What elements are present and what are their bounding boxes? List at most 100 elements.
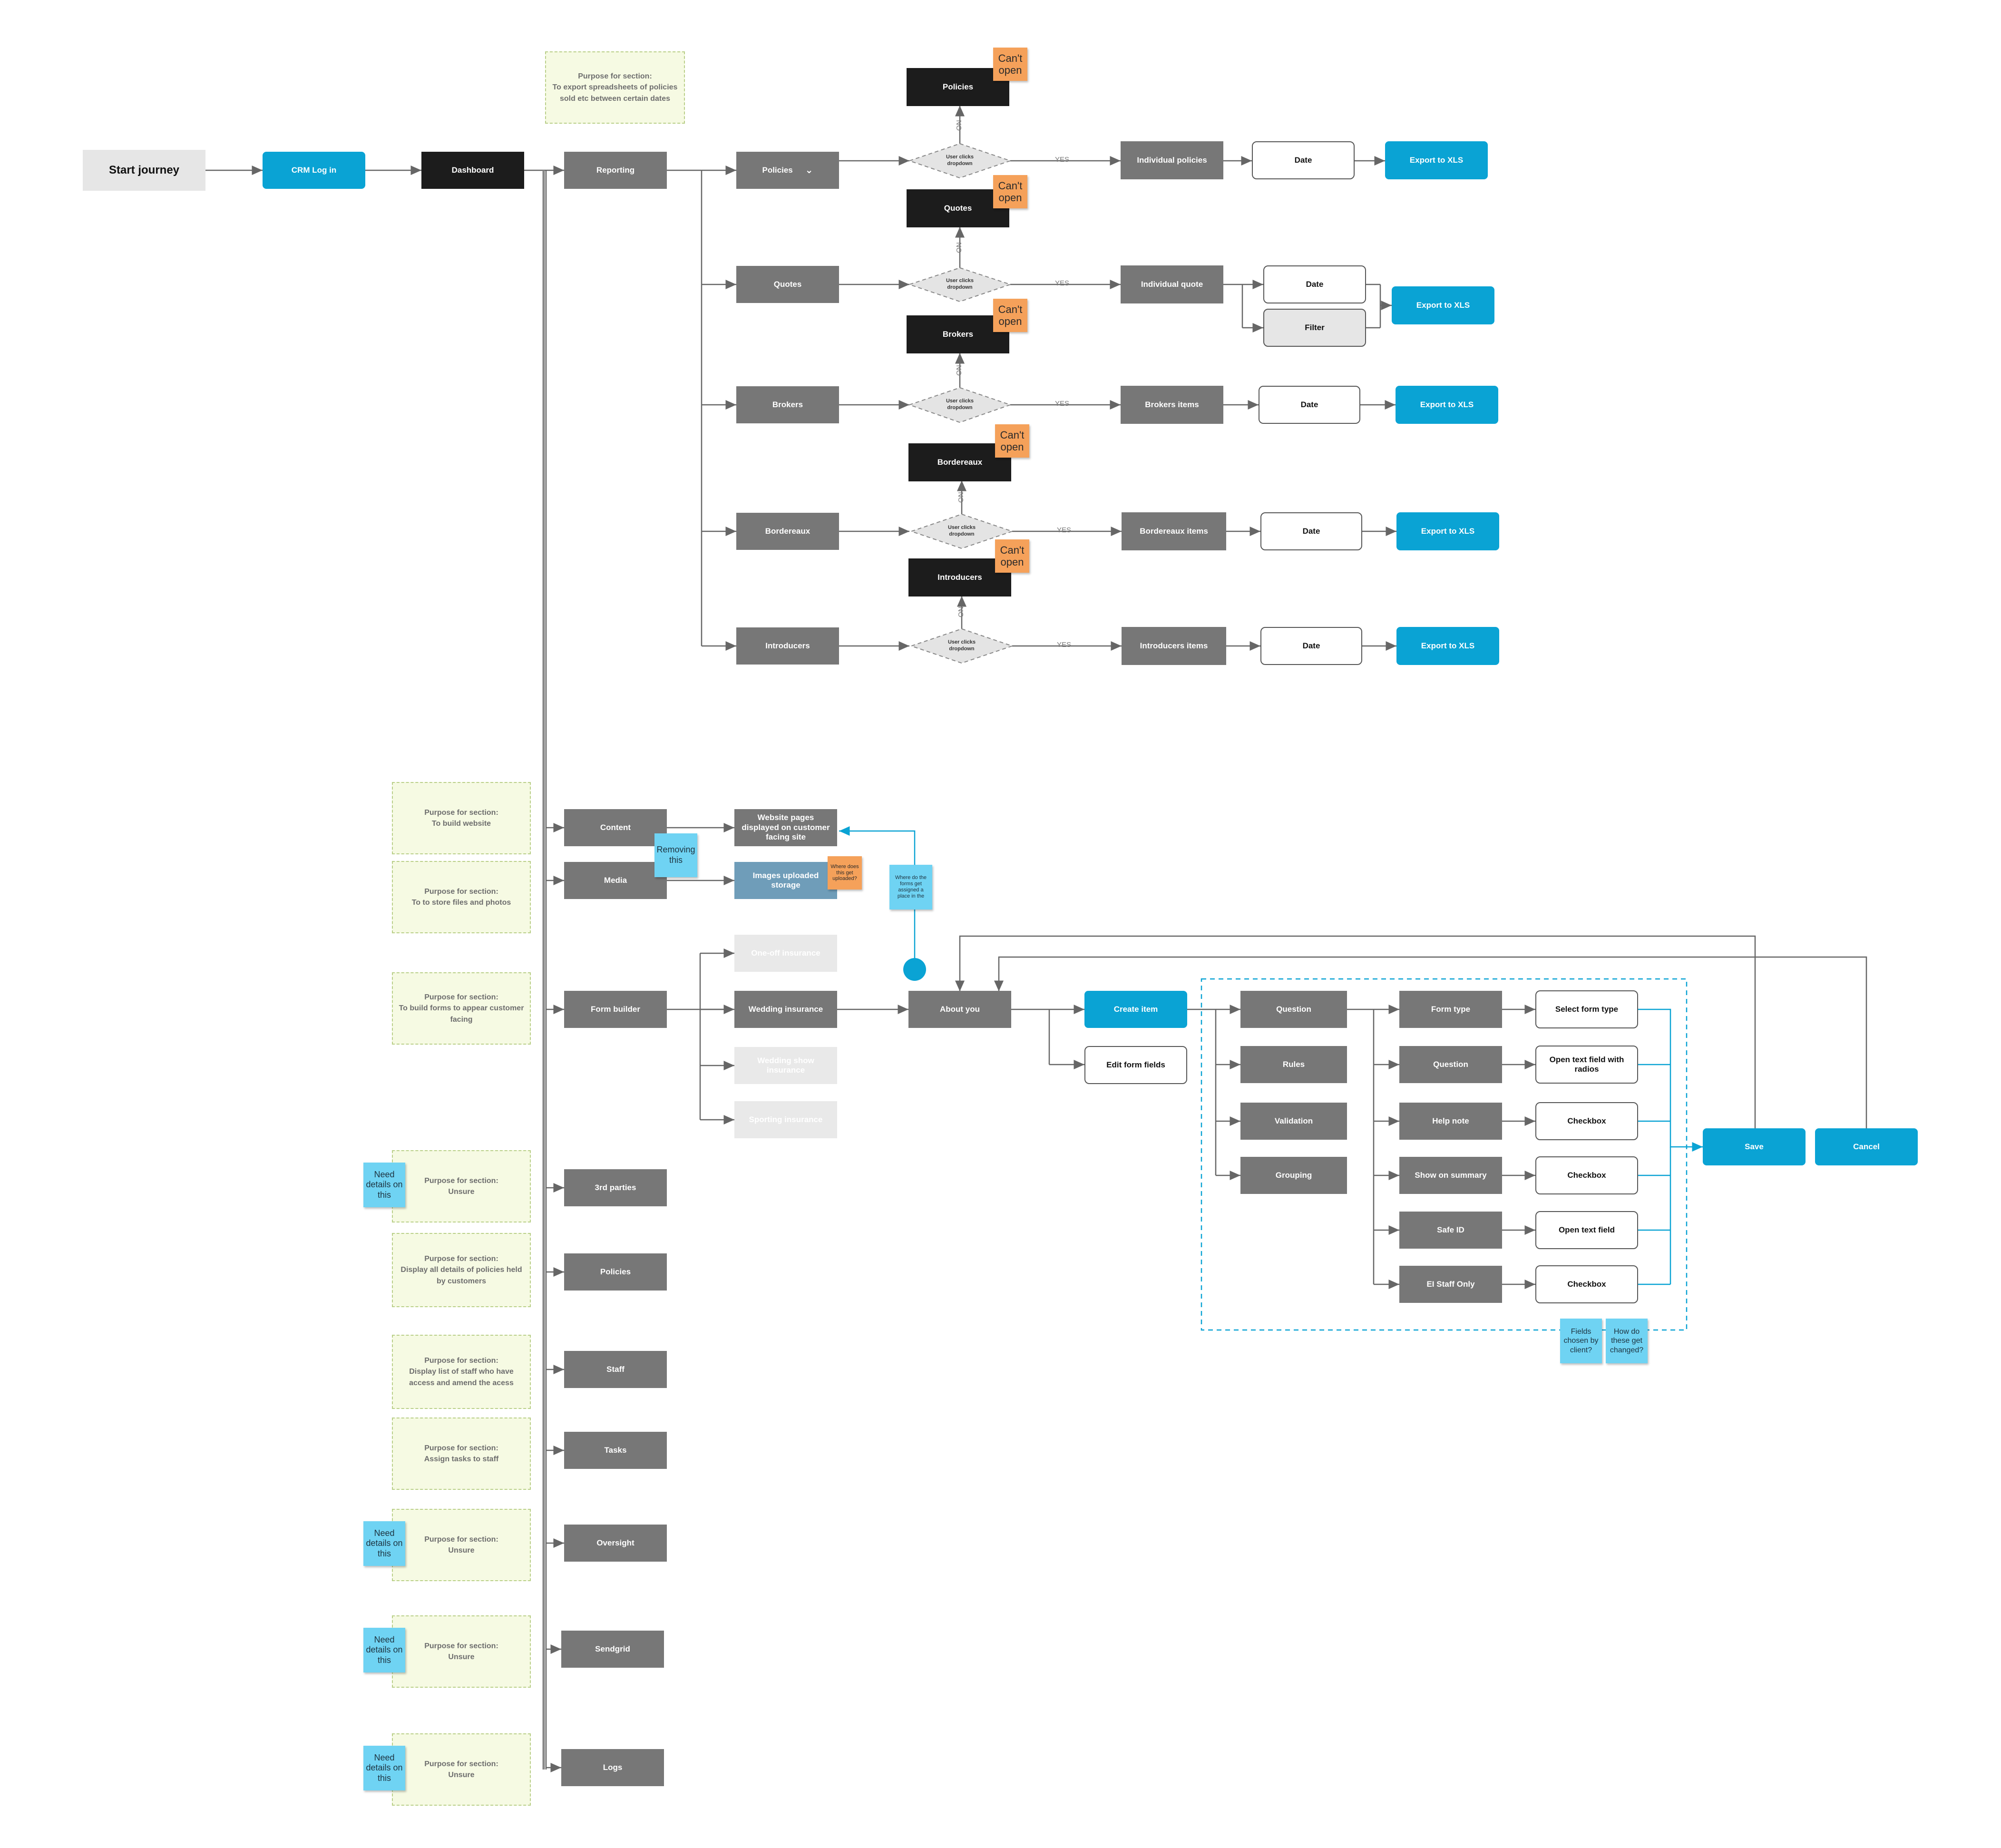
about-you-node[interactable]: About you bbox=[908, 991, 1011, 1028]
oversight-purpose-note: Purpose for section: Unsure bbox=[392, 1509, 531, 1581]
website-pages-node[interactable]: Website pages displayed on customer faci… bbox=[734, 809, 837, 846]
sticky-cant-open: Can't open bbox=[993, 48, 1027, 81]
export-xls-button[interactable]: Export to XLS bbox=[1396, 386, 1498, 424]
sticky-cant-open: Can't open bbox=[995, 539, 1029, 573]
content-purpose-note: Purpose for section: To build website bbox=[392, 782, 531, 854]
field-question[interactable]: Question bbox=[1399, 1046, 1502, 1083]
yes-edge-label: YES bbox=[1055, 279, 1070, 287]
decision-label: User clicks dropdown bbox=[946, 398, 974, 411]
no-edge-label: NO bbox=[956, 492, 965, 503]
control-checkbox[interactable]: Checkbox bbox=[1535, 1156, 1638, 1194]
sticky-cant-open: Can't open bbox=[993, 299, 1027, 332]
third-parties-node[interactable]: 3rd parties bbox=[564, 1169, 667, 1206]
sticky-where-uploaded: Where does this get uploaded? bbox=[828, 856, 862, 890]
category-validation[interactable]: Validation bbox=[1240, 1103, 1347, 1140]
result-individual-quote[interactable]: Individual quote bbox=[1121, 265, 1223, 303]
edit-form-fields-button[interactable]: Edit form fields bbox=[1084, 1046, 1187, 1084]
category-question[interactable]: Question bbox=[1240, 991, 1347, 1028]
decision-label: User clicks dropdown bbox=[947, 525, 976, 537]
date-filter-button[interactable]: Date bbox=[1260, 627, 1362, 665]
yes-edge-label: YES bbox=[1055, 400, 1070, 408]
category-grouping[interactable]: Grouping bbox=[1240, 1157, 1347, 1194]
result-bordereaux-items[interactable]: Bordereaux items bbox=[1122, 512, 1226, 550]
images-uploaded-node[interactable]: Images uploaded storage bbox=[734, 862, 837, 899]
yes-edge-label: YES bbox=[1055, 156, 1070, 164]
oversight-node[interactable]: Oversight bbox=[564, 1525, 667, 1562]
media-node[interactable]: Media bbox=[564, 862, 667, 899]
result-individual-policies[interactable]: Individual policies bbox=[1121, 141, 1223, 179]
control-checkbox[interactable]: Checkbox bbox=[1535, 1265, 1638, 1303]
control-select-form-type[interactable]: Select form type bbox=[1535, 990, 1638, 1028]
no-target-brokers: Brokers bbox=[907, 315, 1009, 353]
one-off-insurance-option[interactable]: One-off insurance bbox=[734, 935, 837, 972]
crm-login-button[interactable]: CRM Log in bbox=[263, 152, 365, 189]
create-item-button[interactable]: Create item bbox=[1084, 991, 1187, 1028]
field-show-on-summary[interactable]: Show on summary bbox=[1399, 1157, 1502, 1194]
logs-node[interactable]: Logs bbox=[561, 1749, 664, 1786]
decision-label: User clicks dropdown bbox=[946, 278, 974, 290]
chevron-down-icon[interactable]: ⌄ bbox=[805, 165, 813, 176]
field-help-note[interactable]: Help note bbox=[1399, 1103, 1502, 1140]
yes-edge-label: YES bbox=[1057, 641, 1072, 649]
field-ei-staff-only[interactable]: EI Staff Only bbox=[1399, 1266, 1502, 1303]
date-filter-button[interactable]: Date bbox=[1263, 265, 1366, 303]
staff-node[interactable]: Staff bbox=[564, 1351, 667, 1388]
date-filter-button[interactable]: Date bbox=[1260, 512, 1362, 550]
control-checkbox[interactable]: Checkbox bbox=[1535, 1102, 1638, 1140]
field-safe-id[interactable]: Safe ID bbox=[1399, 1212, 1502, 1249]
policies-section-node[interactable]: Policies bbox=[564, 1253, 667, 1291]
no-target-policies: Policies bbox=[907, 68, 1009, 106]
date-filter-button[interactable]: Date bbox=[1252, 141, 1355, 179]
sticky-removing-this: Removing this bbox=[654, 833, 697, 877]
decision-label: User clicks dropdown bbox=[946, 154, 974, 166]
no-edge-label: NO bbox=[954, 120, 963, 131]
report-item-brokers[interactable]: Brokers bbox=[736, 386, 839, 423]
reporting-purpose-note: Purpose for section: To export spreadshe… bbox=[545, 51, 685, 124]
sticky-fields-chosen: Fields chosen by client? bbox=[1560, 1319, 1602, 1363]
export-xls-button[interactable]: Export to XLS bbox=[1385, 141, 1488, 179]
cancel-button[interactable]: Cancel bbox=[1815, 1128, 1918, 1165]
control-open-text-radios[interactable]: Open text field with radios bbox=[1535, 1046, 1638, 1084]
report-item-introducers[interactable]: Introducers bbox=[736, 627, 839, 665]
wedding-insurance-option[interactable]: Wedding insurance bbox=[734, 991, 837, 1028]
report-item-bordereaux[interactable]: Bordereaux bbox=[736, 513, 839, 550]
field-form-type[interactable]: Form type bbox=[1399, 991, 1502, 1028]
date-filter-button[interactable]: Date bbox=[1259, 386, 1360, 424]
form-builder-purpose-note: Purpose for section: To build forms to a… bbox=[392, 972, 531, 1045]
tasks-purpose-note: Purpose for section: Assign tasks to sta… bbox=[392, 1418, 531, 1490]
no-target-bordereaux: Bordereaux bbox=[908, 443, 1011, 481]
filter-button[interactable]: Filter bbox=[1263, 309, 1366, 347]
form-builder-node[interactable]: Form builder bbox=[564, 991, 667, 1028]
export-xls-button[interactable]: Export to XLS bbox=[1396, 627, 1499, 665]
sticky-need-details: Need details on this bbox=[363, 1628, 405, 1672]
third-parties-purpose-note: Purpose for section: Unsure bbox=[392, 1150, 531, 1222]
connector-dot bbox=[903, 958, 926, 981]
decision-label: User clicks dropdown bbox=[947, 639, 976, 652]
yes-edge-label: YES bbox=[1057, 526, 1072, 534]
sendgrid-node[interactable]: Sendgrid bbox=[561, 1631, 664, 1668]
sticky-need-details: Need details on this bbox=[363, 1521, 405, 1566]
reporting-node[interactable]: Reporting bbox=[564, 152, 667, 189]
sendgrid-purpose-note: Purpose for section: Unsure bbox=[392, 1615, 531, 1688]
dashboard-node[interactable]: Dashboard bbox=[421, 152, 524, 189]
sticky-cant-open: Can't open bbox=[995, 424, 1029, 458]
result-brokers-items[interactable]: Brokers items bbox=[1121, 386, 1223, 424]
export-xls-button[interactable]: Export to XLS bbox=[1392, 286, 1494, 324]
sporting-insurance-option[interactable]: Sporting insurance bbox=[734, 1101, 837, 1138]
content-node[interactable]: Content bbox=[564, 809, 667, 846]
export-xls-button[interactable]: Export to XLS bbox=[1396, 512, 1499, 550]
save-button[interactable]: Save bbox=[1703, 1128, 1806, 1165]
report-item-quotes[interactable]: Quotes bbox=[736, 266, 839, 303]
tasks-node[interactable]: Tasks bbox=[564, 1432, 667, 1469]
category-rules[interactable]: Rules bbox=[1240, 1046, 1347, 1083]
wedding-show-insurance-option[interactable]: Wedding show insurance bbox=[734, 1047, 837, 1084]
start-journey-node[interactable]: Start journey bbox=[83, 150, 205, 191]
report-item-policies[interactable]: Policies ⌄ bbox=[736, 152, 839, 189]
sticky-cant-open: Can't open bbox=[993, 175, 1027, 208]
result-introducers-items[interactable]: Introducers items bbox=[1122, 627, 1226, 665]
no-target-introducers: Introducers bbox=[908, 558, 1011, 596]
no-edge-label: NO bbox=[954, 365, 963, 376]
control-open-text-field[interactable]: Open text field bbox=[1535, 1211, 1638, 1249]
